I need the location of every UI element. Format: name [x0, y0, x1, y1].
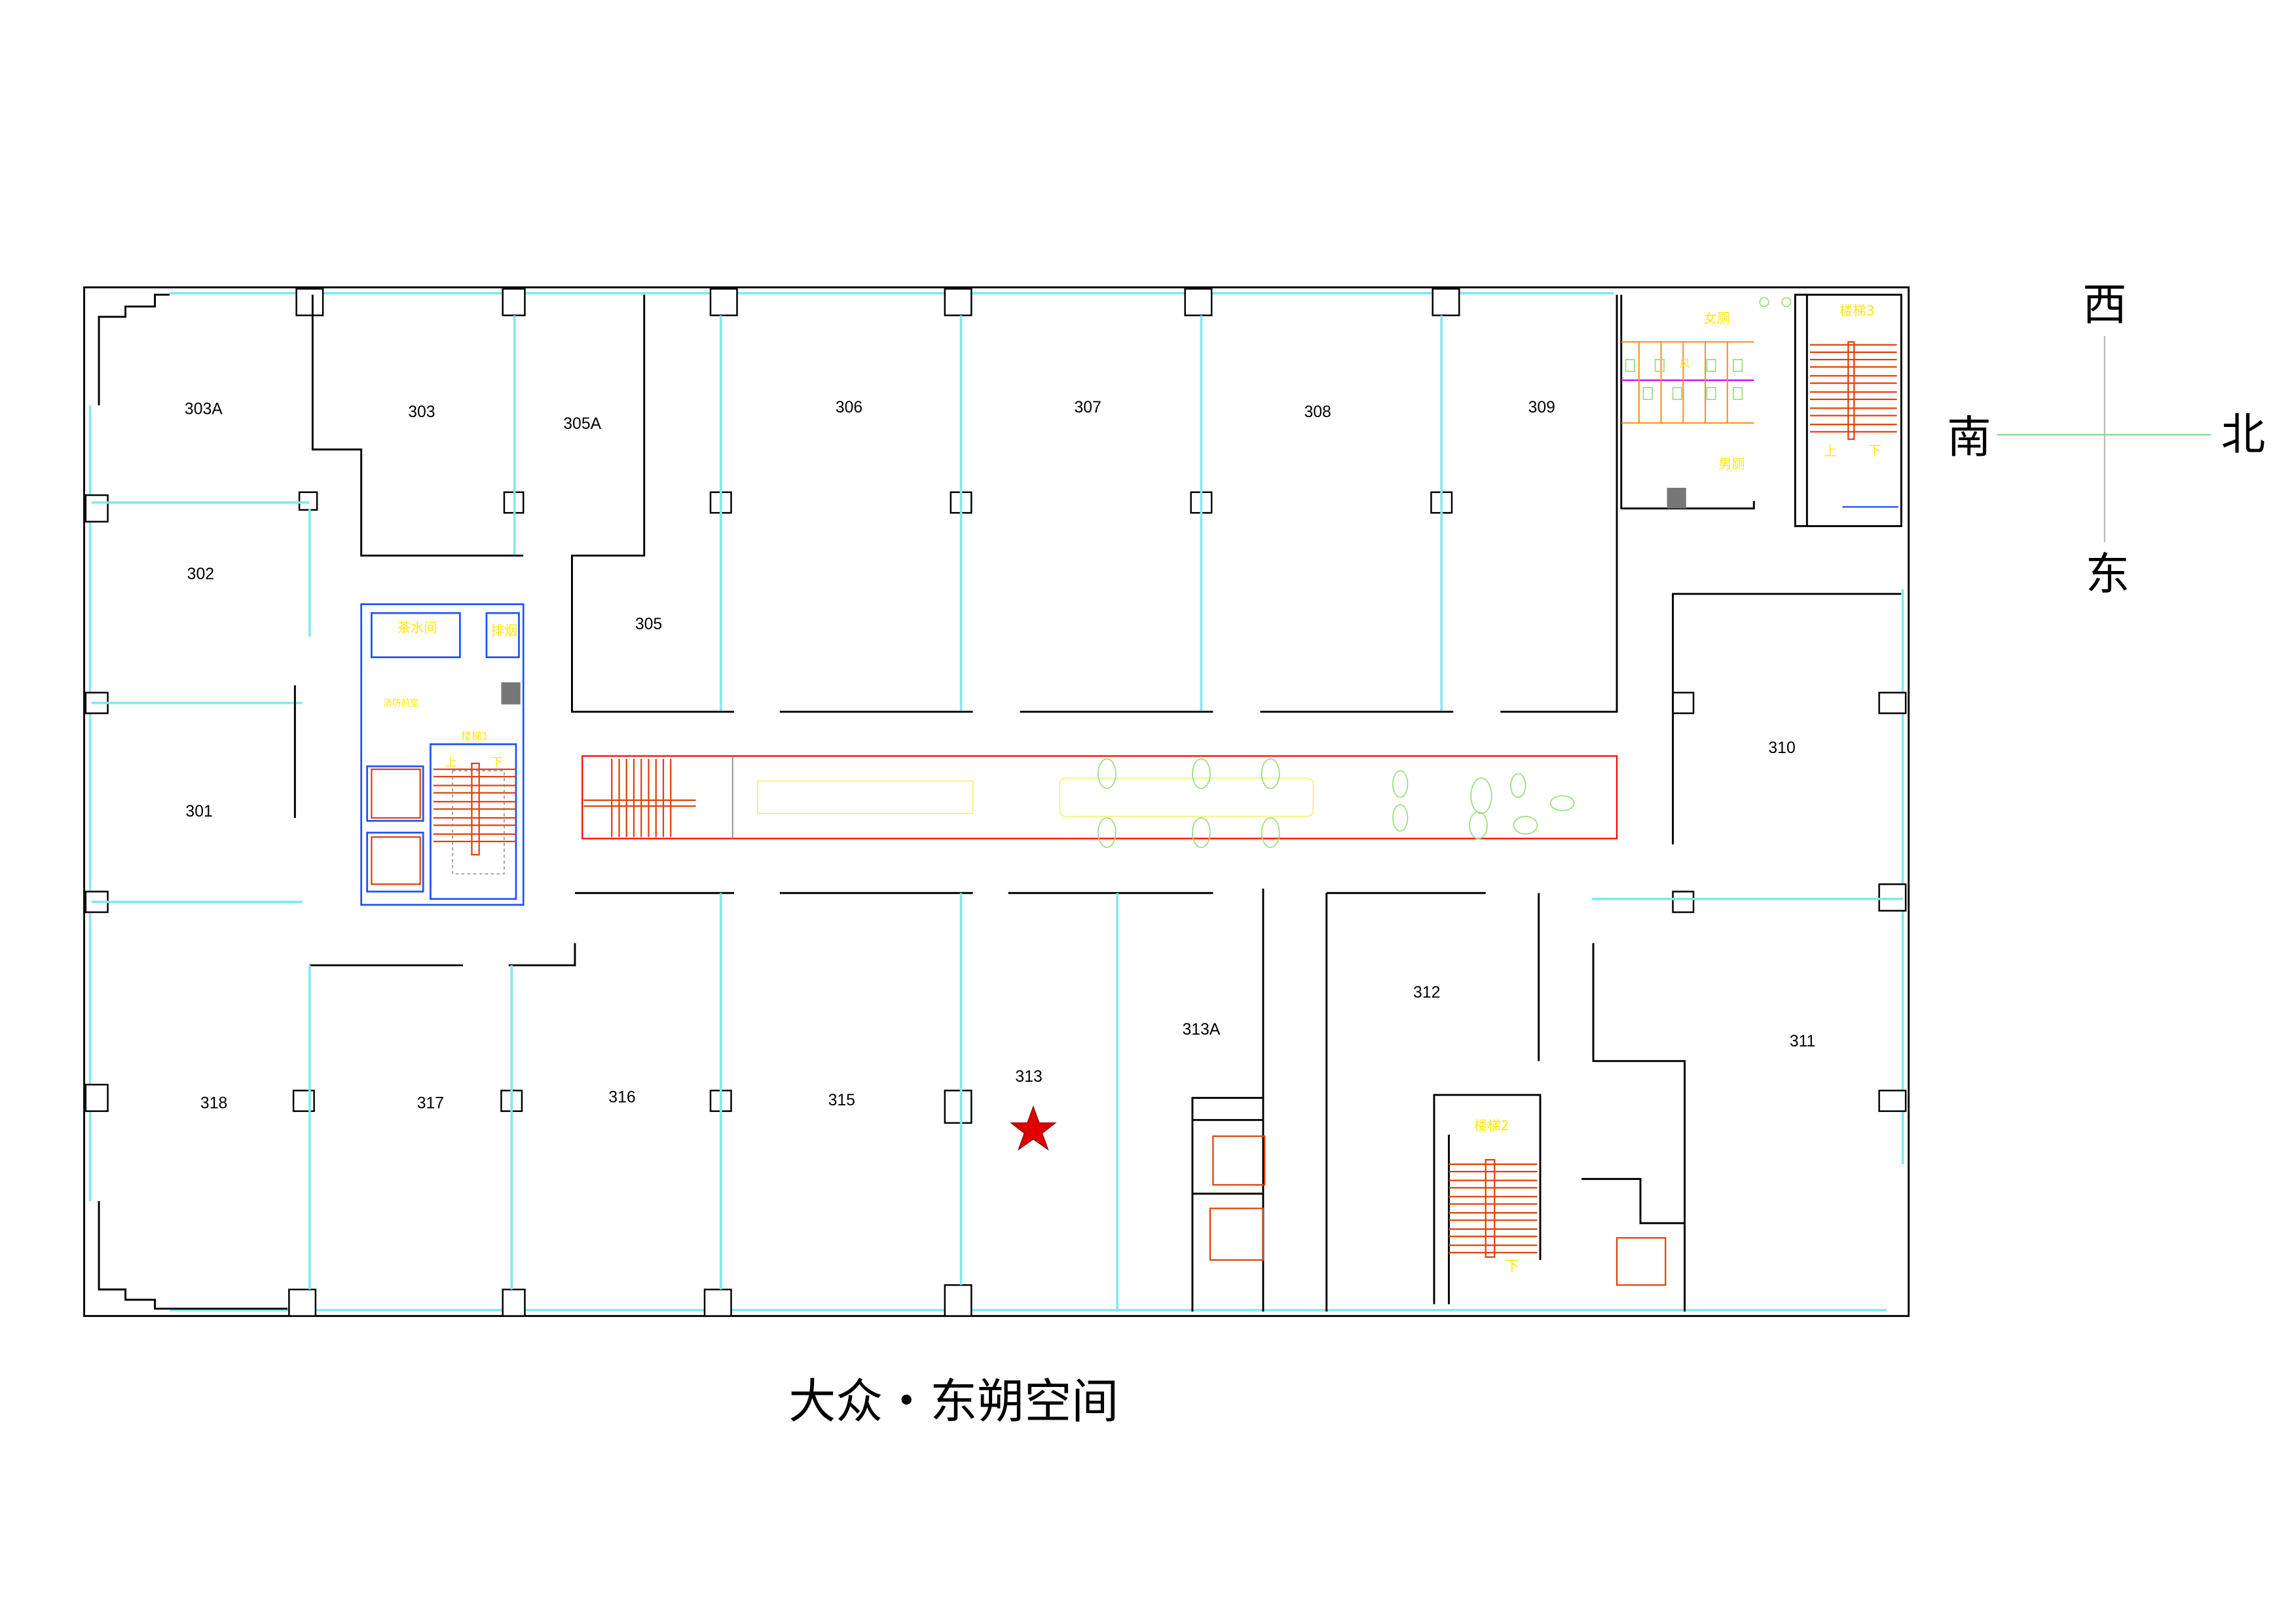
- stair-3: 楼梯3 上 下: [1794, 293, 1902, 527]
- room-label: 311: [1790, 1033, 1815, 1050]
- room-label: 310: [1768, 739, 1795, 757]
- room-label: 315: [828, 1092, 855, 1109]
- elevator-bank: [1191, 1097, 1266, 1312]
- room-label: 318: [200, 1094, 227, 1112]
- core-service-block: 茶水间 排烟 消防前室 楼梯1 上 下: [360, 603, 525, 906]
- room-label: 301: [185, 803, 212, 821]
- stair2-label: 楼梯2: [1474, 1118, 1509, 1134]
- toilets: 女厕 男厕 风: [1620, 295, 1792, 509]
- wind-label: 风: [1680, 357, 1690, 369]
- room-label: 303: [408, 403, 435, 421]
- stair3-label: 楼梯3: [1839, 303, 1874, 319]
- atrium: [582, 755, 1618, 848]
- partition-walls: [91, 295, 1903, 1312]
- smoke-exhaust-label: 排烟: [491, 623, 518, 638]
- compass-east: 东: [2086, 548, 2130, 600]
- room-label: 307: [1074, 399, 1101, 416]
- room-label: 313: [1015, 1068, 1042, 1086]
- room-label: 317: [417, 1094, 444, 1112]
- shaft: [501, 682, 521, 705]
- room-label: 309: [1528, 399, 1555, 416]
- tea-room-label: 茶水间: [397, 619, 437, 635]
- room-label: 306: [836, 399, 862, 416]
- fire-control-label: 消防前室: [383, 697, 418, 709]
- room-label: 313A: [1182, 1021, 1220, 1039]
- room-label: 312: [1413, 984, 1440, 1002]
- compass-north: 北: [2221, 408, 2266, 460]
- mens-toilet-label: 男厕: [1718, 456, 1745, 472]
- room-label: 303A: [185, 400, 223, 418]
- room-label: 302: [187, 565, 214, 583]
- compass: 西 南 北 东: [1947, 278, 2265, 600]
- stair1-up-label: 上: [445, 756, 457, 769]
- room-label: 305A: [563, 415, 601, 433]
- building-outline: [83, 286, 1910, 1318]
- stair-1: [430, 743, 517, 900]
- east-service-block: [1581, 1177, 1685, 1286]
- room-label: 308: [1304, 403, 1331, 421]
- stair-2: 楼梯2 下: [1433, 1094, 1542, 1304]
- room-label: 305: [635, 616, 662, 633]
- room-labels: 303A 303 305A 306 307 308 309 302 305 31…: [185, 399, 1815, 1112]
- room-label: 316: [608, 1088, 635, 1106]
- stair2-down-label: 下: [1506, 1258, 1519, 1274]
- columns: [84, 287, 1907, 1317]
- compass-south: 南: [1947, 411, 1991, 463]
- shaft: [1667, 487, 1686, 509]
- stair3-up-label: 上: [1824, 443, 1837, 458]
- page-title: 大众・东朔空间: [788, 1374, 1118, 1429]
- compass-west: 西: [2082, 278, 2127, 330]
- location-star-icon: [1010, 1105, 1057, 1151]
- stair1-down-label: 下: [491, 756, 503, 769]
- womens-toilet-label: 女厕: [1704, 310, 1731, 326]
- stair3-down-label: 下: [1868, 443, 1881, 458]
- stair1-label: 楼梯1: [461, 730, 489, 743]
